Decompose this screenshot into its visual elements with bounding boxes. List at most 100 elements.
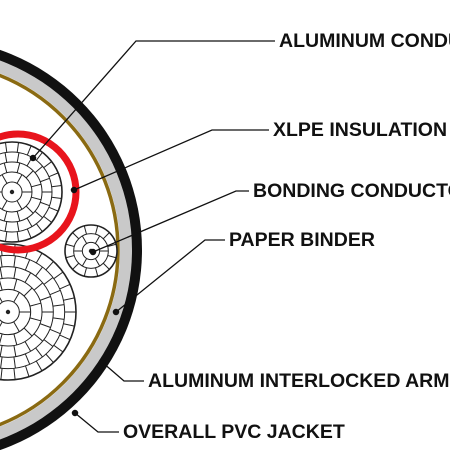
strand-divider [65,243,75,247]
strand-divider [31,183,42,188]
strand-divider [34,165,43,174]
label-paper-binder: PAPER BINDER [229,229,375,251]
leader-bonding-conductor [92,190,249,253]
strand-divider [39,323,51,328]
label-aluminum-conductor: ALUMINUM CONDUCTOR [279,30,450,52]
strand-divider [51,196,62,200]
strand-divider [16,211,21,222]
strand-divider [48,172,59,178]
strand-divider [33,282,44,291]
strand-divider [13,368,16,380]
strand-divider [0,321,3,332]
strand-divider [35,223,43,232]
strand-divider [23,327,33,337]
strand-divider [53,271,64,280]
strand-divider [52,304,65,307]
strand-divider [13,279,18,291]
strand-divider [13,267,17,279]
strand-divider [107,243,117,247]
strand-divider [95,225,99,235]
leader-aluminum-armor [101,361,144,382]
strand-divider [16,142,20,153]
conductor-center-dot [9,189,15,195]
strand-divider [72,232,80,240]
strand-divider [0,267,3,279]
strand-divider [26,228,32,239]
strand-divider [16,200,23,210]
strand-divider [52,317,65,320]
strand-divider [25,170,34,179]
conductor-center-dot [5,309,11,315]
leader-xlpe-insulation [73,129,269,191]
strand-divider [0,368,3,380]
label-overall-pvc-jacket: OVERALL PVC JACKET [123,421,345,443]
strand-divider [39,296,51,301]
strand-divider [83,267,87,277]
strand-divider [0,345,3,357]
strand-divider [13,333,18,345]
leader-xlpe-insulation-dot [70,186,78,194]
leader-aluminum-conductor [32,40,275,159]
strand-divider [45,353,54,363]
callout-labels: ALUMINUM CONDUCTOR XLPE INSULATION BONDI… [123,30,450,443]
strand-divider [3,211,8,222]
strand-divider [24,353,31,365]
strand-divider [40,177,50,183]
strand-divider [53,344,64,353]
leader-paper-binder [115,239,225,313]
strand-divider [13,321,20,332]
strand-divider [63,297,75,301]
strand-divider [1,200,8,210]
strand-divider [29,302,41,307]
strand-divider [94,235,101,244]
leader-aluminum-conductor-dot [29,154,37,162]
leader-pvc-jacket-dot [71,409,79,417]
strand-divider [16,174,23,184]
strand-divider [16,162,21,173]
strand-divider [43,339,54,347]
strand-divider [23,287,33,297]
leader-bonding-conductor-dot [89,248,97,256]
strand-divider [43,277,54,285]
strand-divider [34,210,43,219]
strand-divider [63,323,75,327]
strand-divider [43,215,52,223]
strand-divider [51,184,62,188]
strand-divider [4,221,8,232]
strand-divider [26,217,33,227]
strand-divider [0,292,3,303]
leader-pvc-jacket [74,412,119,433]
strand-divider [24,259,31,271]
strand-divider [94,258,101,267]
strand-divider [81,258,88,267]
strand-divider [45,261,54,271]
strand-divider [43,161,52,169]
strand-divider [102,262,110,270]
strand-divider [25,365,30,377]
strand-divider [31,196,42,201]
label-aluminum-interlocked-armor: ALUMINUM INTERLOCKED ARMOR [148,370,450,392]
strand-divider [4,152,8,163]
cable-body [0,49,142,450]
strand-divider [81,235,88,244]
strand-divider [95,267,99,277]
strand-divider [13,356,16,369]
strand-divider [1,174,8,184]
strand-divider [0,356,3,369]
strand-divider [65,255,75,259]
strand-divider [59,283,71,290]
strand-divider [13,255,16,268]
strand-divider [29,317,41,322]
paper-binder-ring [0,73,120,427]
strand-divider [16,152,20,163]
strand-divider [16,231,20,242]
strand-divider [35,360,43,372]
strand-divider [35,252,43,264]
strand-divider [4,142,8,153]
callout-leaders [29,40,275,433]
strand-divider [107,255,117,259]
strand-divider [72,262,80,270]
strand-divider [0,255,3,268]
strand-divider [13,345,17,357]
